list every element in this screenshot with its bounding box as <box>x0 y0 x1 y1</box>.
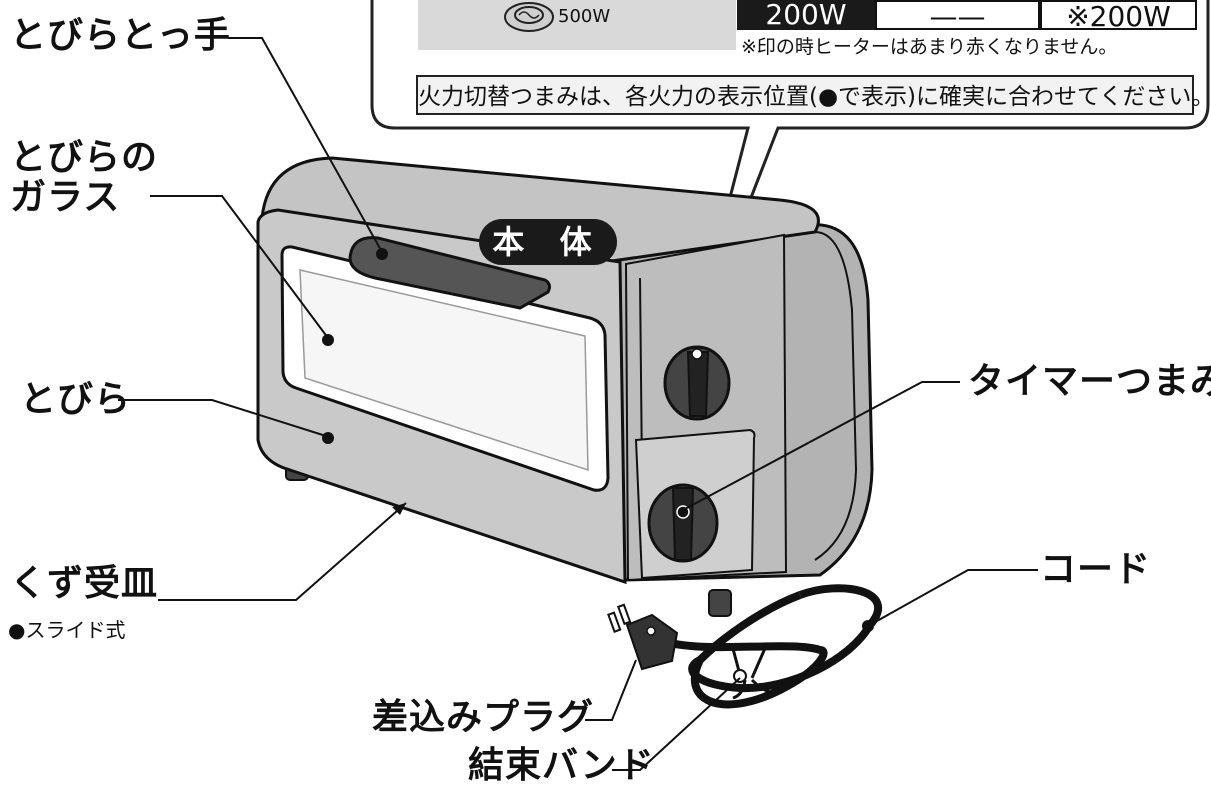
wattage-panel <box>418 0 736 50</box>
tray-arrow-icon <box>392 503 406 515</box>
band-dot <box>733 669 747 683</box>
callout-footnote: ※印の時ヒーターはあまり赤くなりません。 <box>741 36 1118 58</box>
dish-icon <box>504 2 554 32</box>
label-crumb-tray-note: ●スライド式 <box>8 618 126 642</box>
label-door: とびら <box>20 379 132 420</box>
handle-dot <box>376 248 388 260</box>
label-binding-band: 結束バンド <box>468 745 655 786</box>
cord-drawing <box>607 584 882 709</box>
leader-lines <box>118 37 1038 771</box>
table-cell-middle: —— <box>875 0 1040 32</box>
label-crumb-tray: くず受皿 <box>10 563 159 604</box>
table-cell-dark: 200W <box>737 0 875 30</box>
callout-notice: 火力切替つまみは、各火力の表示位置(●で表示)に確実に合わせてください。 <box>416 75 1211 115</box>
label-door-glass-line1: とびらの <box>10 137 159 178</box>
label-door-glass-line2: ガラス <box>10 177 121 218</box>
label-cord: コード <box>1040 549 1152 590</box>
plug-drawing <box>607 603 679 671</box>
body-badge: 本 体 <box>479 219 617 265</box>
glass-dot <box>322 334 334 346</box>
table-cell-right: ※200W <box>1040 0 1197 32</box>
label-door-handle: とびらとっ手 <box>10 15 231 56</box>
wattage-table: 200W —— ※200W <box>737 0 1197 32</box>
wattage-icon-label: 500W <box>558 6 611 27</box>
label-plug: 差込みプラグ <box>372 697 595 738</box>
label-timer-knob: タイマーつまみ <box>968 361 1211 402</box>
door-dot <box>322 432 334 444</box>
